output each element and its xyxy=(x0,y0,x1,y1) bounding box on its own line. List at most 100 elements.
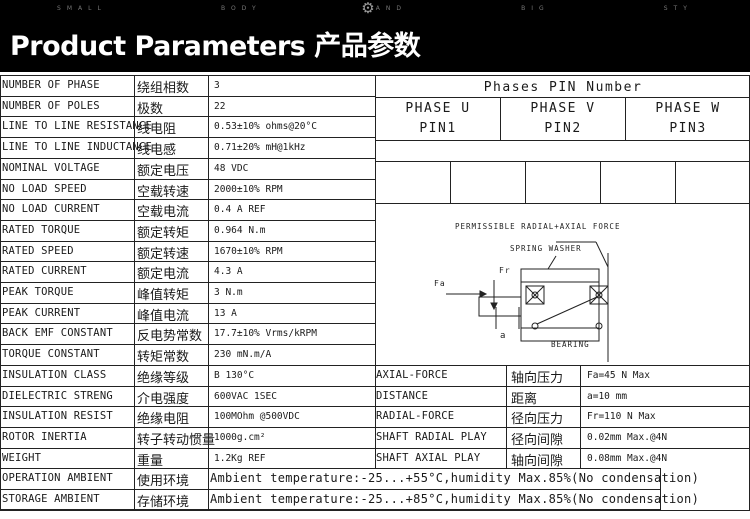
grid-line xyxy=(0,178,375,180)
grid-line xyxy=(375,75,376,469)
param-value: 1000g.cm² xyxy=(214,431,266,443)
param-name-cn: 峰值转矩 xyxy=(137,288,190,303)
grid-line xyxy=(0,509,750,511)
distance-a-label: a xyxy=(500,331,507,341)
param-name-cn: 峰值电流 xyxy=(137,308,190,324)
tagline-word: BODY xyxy=(220,5,262,12)
param-value: 13 A xyxy=(214,307,237,319)
param-name: NUMBER OF POLES xyxy=(2,99,100,112)
param-value: 0.4 A REF xyxy=(214,204,266,216)
param-name-cn: 空载转速 xyxy=(137,184,190,200)
param-value: 2000±10% RPM xyxy=(214,183,283,195)
param-name: ROTOR INERTIA xyxy=(2,430,87,443)
grid-line xyxy=(0,199,375,201)
param-value: 1.2Kg REF xyxy=(214,452,266,464)
tagline: SMALL BODY AND BIG STY xyxy=(0,5,750,12)
diagram-title: PERMISSIBLE RADIAL+AXIAL FORCE xyxy=(455,222,621,231)
grid-line xyxy=(0,426,375,428)
force-name: SHAFT RADIAL PLAY xyxy=(376,430,487,443)
grid-line xyxy=(375,385,750,387)
grid-line xyxy=(375,406,750,408)
param-name-cn: 极数 xyxy=(137,101,164,117)
param-name-cn: 额定电流 xyxy=(137,267,190,283)
fa-label: Fa xyxy=(434,279,446,288)
param-name: PEAK CURRENT xyxy=(2,306,81,319)
param-name: INSULATION RESIST xyxy=(2,410,113,423)
grid-line xyxy=(0,468,660,470)
param-name-cn: 额定转速 xyxy=(137,246,190,262)
param-value: 3 N.m xyxy=(214,287,243,298)
param-value: 230 mN.m/A xyxy=(214,349,272,361)
param-name: NO LOAD SPEED xyxy=(2,182,87,195)
ambient-value: Ambient temperature:-25...+85°C,humidity… xyxy=(210,492,700,506)
ambient-name-cn: 使用环境 xyxy=(137,474,190,490)
header-banner: SMALL BODY AND BIG STY ⚙ Product Paramet… xyxy=(0,0,750,72)
ambient-name: OPERATION AMBIENT xyxy=(2,472,113,485)
bearing-label: BEARING xyxy=(551,340,590,349)
param-value: 100MOhm @500VDC xyxy=(214,411,300,423)
param-name: NOMINAL VOLTAGE xyxy=(2,161,100,174)
grid-line xyxy=(0,406,375,408)
param-name-cn: 绝缘电阻 xyxy=(137,412,190,428)
force-value: a=10 mm xyxy=(587,390,628,402)
param-name: LINE TO LINE RESISTANCE xyxy=(2,120,152,133)
force-name: AXIAL-FORCE xyxy=(376,368,448,381)
grid-line xyxy=(375,447,750,449)
tagline-word: STY xyxy=(663,5,693,12)
force-name-cn: 轴向压力 xyxy=(511,370,564,386)
tagline-word: AND xyxy=(375,5,407,12)
force-value: 0.02mm Max.@4N xyxy=(587,431,668,443)
phases-header: Phases PIN Number xyxy=(483,80,643,95)
grid-line xyxy=(0,323,375,325)
param-name-cn: 额定电压 xyxy=(137,163,190,179)
grid-line xyxy=(0,508,660,510)
grid-line xyxy=(0,261,375,263)
param-name: RATED SPEED xyxy=(2,244,74,257)
ambient-name: STORAGE AMBIENT xyxy=(2,493,100,505)
pin3-label: PIN3 xyxy=(669,121,707,136)
grid-line xyxy=(0,240,375,242)
param-name: BACK EMF CONSTANT xyxy=(2,327,113,340)
grid-line xyxy=(0,302,375,304)
grid-line xyxy=(0,116,375,118)
param-name-cn: 线电阻 xyxy=(137,122,177,138)
param-name-cn: 绝缘等级 xyxy=(137,370,190,386)
param-value: 4.3 A xyxy=(214,266,243,278)
force-diagram: PERMISSIBLE RADIAL+AXIAL FORCE SPRING WA… xyxy=(376,207,750,369)
grid-line xyxy=(0,157,375,159)
fr-label: Fr xyxy=(499,266,511,275)
param-value: 1670±10% RPM xyxy=(214,245,283,257)
param-value: 0.53±10% ohms@20°C xyxy=(214,121,317,133)
param-name-cn: 重量 xyxy=(137,453,164,469)
grid-line xyxy=(0,447,375,449)
grid-line xyxy=(0,282,375,283)
grid-line xyxy=(375,364,750,366)
force-name: DISTANCE xyxy=(376,389,429,402)
grid-line xyxy=(208,75,209,510)
gear-icon: ⚙ xyxy=(361,0,375,17)
param-name: INSULATION CLASS xyxy=(2,368,107,381)
force-name-cn: 轴向间隙 xyxy=(511,453,564,469)
phase-v-label: PHASE V xyxy=(530,101,596,116)
param-name-cn: 介电强度 xyxy=(137,391,190,407)
phase-w-label: PHASE W xyxy=(655,101,721,116)
param-name: DIELECTRIC STRENG xyxy=(2,389,113,402)
param-name-cn: 转矩常数 xyxy=(137,350,190,366)
param-name-cn: 线电感 xyxy=(137,143,177,159)
phase-u-label: PHASE U xyxy=(405,101,471,116)
force-name-cn: 径向间隙 xyxy=(511,432,564,448)
param-name: RATED CURRENT xyxy=(2,265,87,278)
param-name-cn: 转子转动惯量 xyxy=(137,432,216,448)
param-name-cn: 空载电流 xyxy=(137,205,190,221)
param-value: 600VAC 1SEC xyxy=(214,390,277,402)
param-value: 17.7±10% Vrms/kRPM xyxy=(214,328,317,340)
page-title: Product Parameters 产品参数 xyxy=(10,31,421,62)
param-name: NO LOAD CURRENT xyxy=(2,203,100,216)
param-name-cn: 反电势常数 xyxy=(137,329,203,345)
force-value: Fa=45 N Max xyxy=(587,369,650,381)
param-name-cn: 额定转矩 xyxy=(137,225,190,241)
tagline-word: BIG xyxy=(521,5,550,12)
grid-line xyxy=(0,95,375,97)
grid-line xyxy=(0,364,375,366)
param-value: 0.964 N.m xyxy=(214,224,266,236)
